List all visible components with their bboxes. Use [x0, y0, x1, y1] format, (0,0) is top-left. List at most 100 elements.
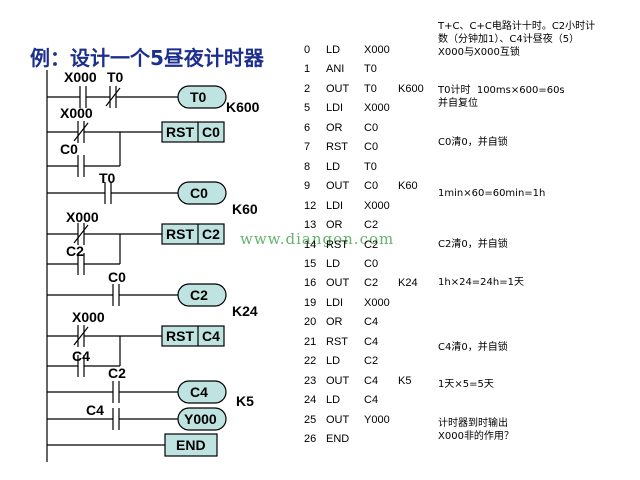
instruction-step: 7 [304, 141, 311, 154]
instruction-step: 9 [304, 180, 311, 193]
instruction-k: K24 [398, 277, 418, 290]
instruction-step: 5 [304, 102, 311, 115]
instruction-op: LDI [326, 199, 344, 212]
instruction-op: LDI [326, 296, 344, 309]
instruction-arg: T0 [364, 160, 377, 173]
coil-label-c2: C2 [190, 287, 208, 303]
label-r4-x000: X000 [66, 209, 99, 225]
label-r6-x000: X000 [72, 309, 105, 325]
instruction-step: 2 [304, 82, 311, 95]
watermark: www.diangon.com [240, 230, 395, 248]
instruction-op: LD [326, 394, 341, 407]
instruction-arg: C0 [364, 180, 379, 193]
label-r2-c0: C0 [60, 141, 78, 157]
rst-label-c4: RST [166, 328, 194, 344]
instruction-arg: X000 [364, 44, 390, 56]
instruction-step: 23 [304, 374, 317, 387]
instruction-op: OR [326, 121, 343, 134]
note-7: C4清0，并自锁 [438, 342, 508, 353]
instruction-op: OR [326, 219, 343, 232]
instruction-op: RST [326, 141, 348, 154]
instruction-op: RST [326, 238, 348, 251]
note-6: 1h×24=24h=1天 [438, 277, 524, 288]
rst-label-c0: RST [166, 124, 194, 140]
note-3: C0清0，并自锁 [438, 137, 508, 148]
instruction-arg: X000 [364, 296, 390, 309]
instruction-step: 26 [304, 433, 317, 445]
instruction-step: 25 [304, 413, 317, 426]
coil-c2 [177, 283, 227, 307]
instruction-arg: Y000 [364, 413, 390, 426]
label-r1-t0: T0 [107, 69, 124, 85]
note-5: C2清0，并自锁 [438, 239, 508, 250]
setting-k5: K5 [236, 393, 254, 409]
instruction-step: 22 [304, 355, 317, 368]
coil-label-c0: C0 [190, 185, 208, 201]
instruction-arg: C0 [364, 141, 379, 154]
instruction-step: 6 [304, 121, 311, 134]
label-r8-c4: C4 [86, 402, 104, 418]
coil-y000 [177, 407, 227, 431]
coil-t0 [177, 85, 227, 109]
instruction-step: 13 [304, 219, 317, 232]
label-r2-x000: X000 [60, 105, 93, 121]
end-label: END [176, 437, 206, 453]
note-2: T0计时 100ms×600=60s 并自复位 [438, 85, 565, 109]
instruction-op: OUT [326, 82, 350, 95]
page-title: 例：设计一个5昼夜计时器 [30, 46, 264, 70]
rst-box-c0 [161, 121, 225, 143]
instruction-op: END [326, 433, 350, 445]
rst-box-c2 [161, 223, 225, 245]
coil-label-y000: Y000 [184, 411, 217, 427]
label-r4-c2: C2 [66, 243, 84, 259]
instruction-arg: T0 [364, 63, 377, 76]
instruction-op: LDI [326, 102, 344, 115]
instruction-k: K5 [398, 374, 412, 387]
instruction-arg: X000 [364, 199, 390, 212]
instruction-arg: C4 [364, 374, 379, 387]
instruction-arg: C4 [364, 316, 379, 329]
instruction-arg: C4 [364, 335, 379, 348]
instruction-arg: C2 [364, 277, 379, 290]
instruction-arg: X000 [364, 102, 390, 115]
instruction-step: 0 [304, 44, 311, 56]
note-1: T+C、C+C电路计十时。C2小时计 数（分钟加1）、C4计昼夜（5） X000… [438, 21, 596, 58]
instruction-arg: C2 [364, 355, 379, 368]
rst-label-c2: RST [166, 226, 194, 242]
label-r3-t0: T0 [99, 170, 116, 186]
label-r6-c4: C4 [72, 348, 90, 364]
coil-c4 [177, 380, 227, 404]
instruction-arg: C4 [364, 394, 379, 407]
rst-box-c4 [161, 325, 225, 347]
instruction-step: 14 [304, 238, 317, 251]
instruction-arg: C2 [364, 238, 379, 251]
instruction-arg: C0 [364, 257, 379, 270]
instruction-step: 19 [304, 296, 317, 309]
instruction-op: OUT [326, 374, 350, 387]
label-r1-x000: X000 [64, 69, 97, 85]
instruction-k: K600 [398, 82, 424, 95]
instruction-op: ANI [326, 63, 345, 76]
setting-k600: K600 [226, 99, 260, 115]
setting-k60: K60 [232, 201, 258, 217]
setting-k24: K24 [232, 303, 258, 319]
instruction-step: 15 [304, 257, 317, 270]
instruction-op: OR [326, 316, 343, 329]
coil-label-t0: T0 [190, 89, 207, 105]
instruction-op: LD [326, 355, 341, 368]
instruction-step: 24 [304, 394, 317, 407]
rst-target-c0: C0 [202, 124, 220, 140]
instruction-op: LD [326, 160, 341, 173]
note-4: 1min×60=60min=1h [438, 188, 546, 199]
instruction-op: LD [326, 257, 341, 270]
instruction-op: RST [326, 335, 348, 348]
instruction-op: LD [326, 44, 341, 56]
instruction-k: K60 [398, 180, 418, 193]
instruction-op: OUT [326, 413, 350, 426]
instruction-step: 8 [304, 160, 311, 173]
instruction-step: 1 [304, 63, 311, 76]
rst-target-c4: C4 [202, 328, 220, 344]
rst-target-c2: C2 [202, 226, 220, 242]
instruction-arg: C2 [364, 219, 379, 232]
